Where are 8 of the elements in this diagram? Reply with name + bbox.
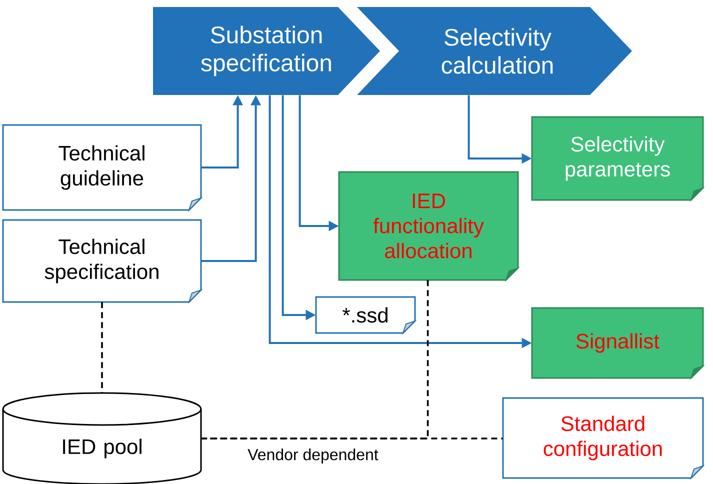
- node-label: Substation specification: [201, 26, 331, 76]
- node-label: Selectivity calculation: [442, 28, 553, 74]
- edge-label: Vendor dependent: [246, 448, 380, 464]
- connector: [201, 280, 429, 440]
- connector: [101, 302, 103, 393]
- process-step-banner: Substation specification: [153, 7, 380, 95]
- database-cylinder: IED pool: [2, 392, 202, 484]
- process-step-banner: Selectivity calculation: [357, 7, 632, 95]
